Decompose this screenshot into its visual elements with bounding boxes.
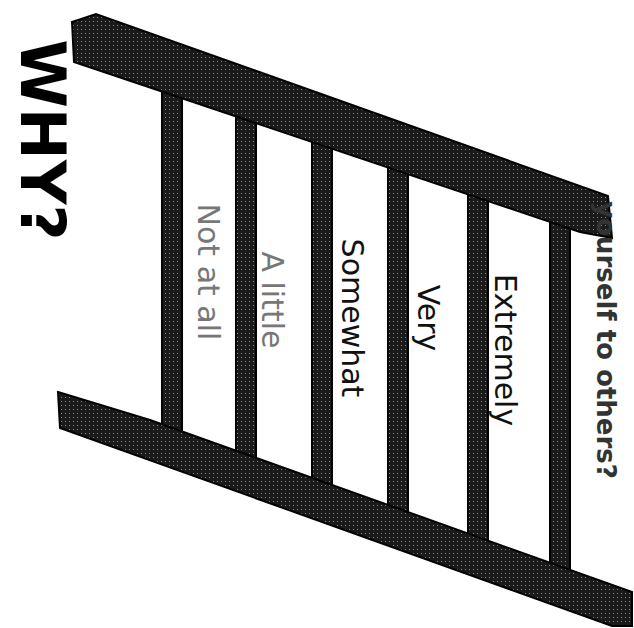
scale-step: Extremely (490, 274, 520, 426)
scale-step: Very (413, 285, 443, 352)
title: yourself to others? (593, 201, 619, 479)
scale-step: Somewhat (337, 239, 367, 398)
question-word: WHY? (11, 39, 73, 240)
ladder-rail (58, 392, 632, 626)
ladder-rail (72, 14, 612, 238)
ladder-rung (468, 172, 488, 564)
scale-step: Not at all (193, 204, 223, 341)
ladder-rung (162, 70, 182, 450)
ladder-rung (550, 200, 570, 595)
ladder-rung (312, 120, 332, 510)
ladder-rung (236, 95, 256, 475)
scale-step: A little (257, 251, 287, 348)
ladder-rung (388, 145, 408, 535)
